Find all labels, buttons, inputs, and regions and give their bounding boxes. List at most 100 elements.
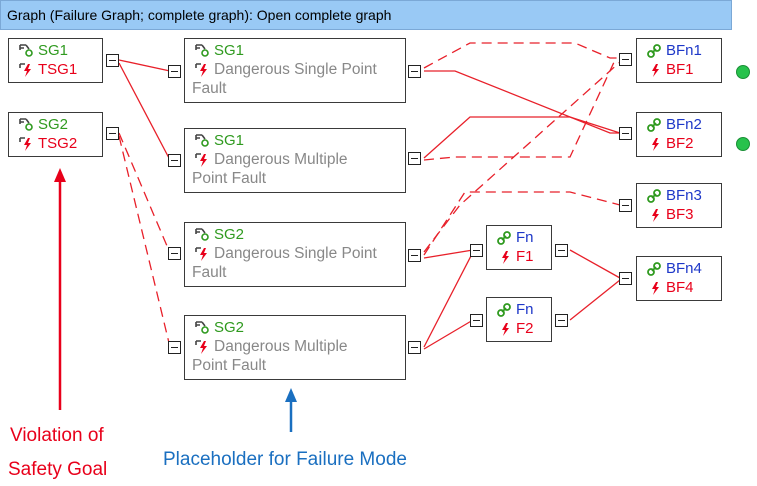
failure-mode-node[interactable]: SG2 Dangerous Single Point Fault (184, 222, 406, 287)
goal-port[interactable] (106, 54, 119, 67)
failure-mode-goal: SG2 (214, 319, 245, 336)
basic-function-name: BFn2 (666, 116, 702, 133)
basic-function-node[interactable]: BFn1 BF1 (636, 38, 722, 83)
safety-goal-icon (193, 42, 211, 60)
basic-function-failure: BF1 (666, 61, 694, 78)
placeholder-arrowhead (285, 388, 297, 402)
failure-mode-in-port[interactable] (168, 65, 181, 78)
violation-annotation-line1: Violation of (10, 425, 104, 446)
failure-mode-label-cont: Fault (192, 264, 227, 281)
function-link-icon (645, 187, 663, 205)
status-dot (736, 65, 750, 79)
safety-goal-node[interactable]: SG2 TSG2 (8, 112, 103, 157)
failure-mode-node[interactable]: SG1 Dangerous Multiple Point Fault (184, 128, 406, 193)
failure-mode-label: Dangerous Multiple (214, 151, 348, 168)
failure-mode-label: Dangerous Single Point (214, 61, 377, 78)
basic-function-node[interactable]: BFn4 BF4 (636, 256, 722, 301)
edge-fm2-bfn1 (423, 59, 616, 161)
function-name: Fn (516, 229, 534, 246)
failure-lightning-icon (17, 61, 35, 79)
function-link-icon (645, 260, 663, 278)
placeholder-annotation: Placeholder for Failure Mode (163, 449, 407, 470)
edge-sg2-fm4 (118, 135, 171, 348)
edge-f2-bfn4 (569, 279, 621, 321)
edge-fm4-f1 (423, 251, 474, 348)
function-failure: F1 (516, 248, 534, 265)
failure-lightning-icon (193, 61, 211, 79)
basic-function-failure: BF4 (666, 279, 694, 296)
basic-function-node[interactable]: BFn3 BF3 (636, 183, 722, 228)
failure-mode-node[interactable]: SG1 Dangerous Single Point Fault (184, 38, 406, 103)
failure-lightning-icon (193, 151, 211, 169)
function-link-icon (645, 42, 663, 60)
basic-function-node[interactable]: BFn2 BF2 (636, 112, 722, 157)
edge-fm1-bfn2 (424, 70, 620, 134)
failure-mode-out-port[interactable] (408, 65, 421, 78)
failure-lightning-icon (193, 245, 211, 263)
function-link-icon (645, 116, 663, 134)
failure-mode-out-port[interactable] (408, 249, 421, 262)
basic-function-in-port[interactable] (619, 127, 632, 140)
goal-violation: TSG2 (38, 135, 78, 152)
annotation-arrows (54, 168, 297, 432)
basic-function-failure: BF3 (666, 206, 694, 223)
edge-fm3-f1 (423, 249, 474, 259)
function-failure: F2 (516, 320, 534, 337)
basic-function-name: BFn3 (666, 187, 702, 204)
safety-goal-node[interactable]: SG1 TSG1 (8, 38, 103, 83)
failure-mode-goal: SG1 (214, 132, 245, 149)
status-dot (736, 137, 750, 151)
safety-goal-icon (17, 116, 35, 134)
failure-lightning-icon (645, 135, 663, 153)
failure-lightning-icon (645, 61, 663, 79)
failure-mode-out-port[interactable] (408, 152, 421, 165)
edge-fm2-bfn2 (423, 116, 621, 159)
basic-function-name: BFn4 (666, 260, 702, 277)
basic-function-in-port[interactable] (619, 272, 632, 285)
safety-goal-icon (193, 226, 211, 244)
goal-name: SG2 (38, 116, 69, 133)
edge-sg1-fm1 (118, 59, 171, 72)
failure-mode-in-port[interactable] (168, 154, 181, 167)
failure-lightning-icon (495, 320, 513, 338)
failure-lightning-icon (495, 248, 513, 266)
function-out-port[interactable] (555, 244, 568, 257)
basic-function-in-port[interactable] (619, 53, 632, 66)
failure-mode-out-port[interactable] (408, 341, 421, 354)
failure-mode-label-cont: Point Fault (192, 357, 267, 374)
function-in-port[interactable] (470, 244, 483, 257)
failure-mode-label-cont: Point Fault (192, 170, 267, 187)
function-link-icon (495, 301, 513, 319)
function-link-icon (495, 229, 513, 247)
goal-port[interactable] (106, 127, 119, 140)
failure-mode-node[interactable]: SG2 Dangerous Multiple Point Fault (184, 315, 406, 380)
failure-mode-in-port[interactable] (168, 247, 181, 260)
function-in-port[interactable] (470, 314, 483, 327)
violation-arrowhead (54, 168, 66, 182)
safety-goal-icon (193, 132, 211, 150)
window-title-bar: Graph (Failure Graph; complete graph): O… (0, 0, 732, 30)
failure-mode-goal: SG2 (214, 226, 245, 243)
basic-function-failure: BF2 (666, 135, 694, 152)
safety-goal-icon (193, 319, 211, 337)
edge-fm4-f2 (423, 319, 474, 350)
failure-lightning-icon (645, 279, 663, 297)
failure-lightning-icon (193, 338, 211, 356)
safety-goal-icon (17, 42, 35, 60)
violation-annotation-line2: Safety Goal (8, 459, 108, 480)
edge-sg1-fm2 (118, 62, 171, 161)
basic-function-in-port[interactable] (619, 199, 632, 212)
failure-mode-label: Dangerous Multiple (214, 338, 348, 355)
failure-lightning-icon (645, 206, 663, 224)
failure-mode-goal: SG1 (214, 42, 245, 59)
goal-violation: TSG1 (38, 61, 78, 78)
function-node[interactable]: Fn F2 (486, 297, 552, 342)
function-node[interactable]: Fn F1 (486, 225, 552, 270)
function-name: Fn (516, 301, 534, 318)
failure-mode-label: Dangerous Single Point (214, 245, 377, 262)
function-out-port[interactable] (555, 314, 568, 327)
edge-fm1-bfn1 (423, 42, 620, 69)
window-title: Graph (Failure Graph; complete graph): O… (7, 7, 392, 23)
failure-mode-in-port[interactable] (168, 341, 181, 354)
edge-f1-bfn4 (569, 249, 621, 279)
